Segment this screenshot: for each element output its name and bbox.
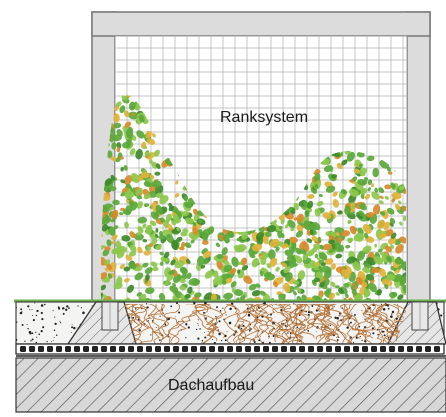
foundation-left	[66, 301, 137, 345]
drainage-layer-icon	[15, 343, 445, 355]
trellis-label: Ranksystem	[220, 109, 308, 126]
top-beam	[91, 11, 431, 37]
roof-label: Dachaufbau	[168, 377, 254, 394]
root-system-icon	[124, 304, 408, 344]
foundation-right	[386, 301, 446, 345]
roof-structure-icon	[15, 357, 446, 413]
right-post	[406, 11, 431, 305]
